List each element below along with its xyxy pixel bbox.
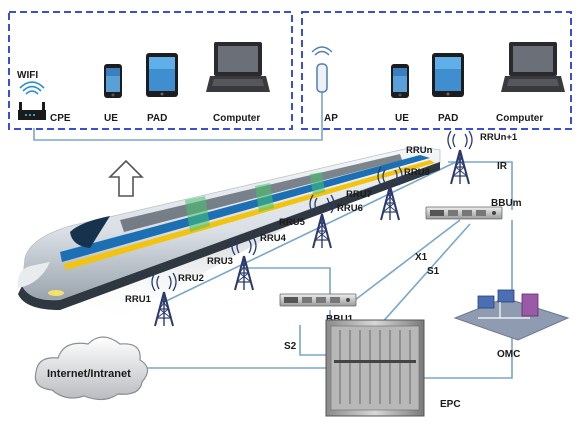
cpe-label: CPE bbox=[50, 113, 71, 124]
rru6-label: RRU6 bbox=[337, 203, 363, 214]
train-image bbox=[18, 147, 441, 310]
rru5-label: RRU5 bbox=[279, 217, 306, 228]
omc-label: OMC bbox=[497, 349, 520, 360]
ir-label: IR bbox=[497, 161, 508, 172]
epc-label: EPC bbox=[440, 399, 461, 410]
cpe-terminal-box bbox=[8, 11, 293, 130]
rru1-label: RRU1 bbox=[125, 294, 152, 305]
rru4-label: RRU4 bbox=[260, 233, 287, 244]
computer-label-right: Computer bbox=[496, 113, 543, 124]
rrun-label: RRUn bbox=[406, 145, 433, 156]
epc-cabinet-icon bbox=[325, 319, 425, 417]
ue-phone-icon-left bbox=[104, 64, 122, 98]
pad-tablet-icon-right bbox=[432, 53, 464, 97]
rru3-label: RRU3 bbox=[207, 256, 233, 267]
s1-label: S1 bbox=[427, 266, 440, 277]
ap-label: AP bbox=[324, 113, 338, 124]
bbum-label: BBUm bbox=[491, 198, 522, 209]
cpe-router-icon bbox=[18, 81, 46, 120]
pad-label-left: PAD bbox=[147, 113, 167, 124]
connection-lines bbox=[33, 92, 513, 379]
bbu1-rack-icon bbox=[279, 293, 357, 307]
computer-laptop-icon-left bbox=[206, 42, 270, 92]
internet-cloud-icon bbox=[34, 336, 149, 401]
rru8-label: RRU8 bbox=[404, 167, 430, 178]
rru2-label: RRU2 bbox=[178, 273, 204, 284]
up-arrow-icon bbox=[108, 159, 144, 197]
ap-antenna-icon bbox=[311, 46, 333, 93]
pad-tablet-icon-left bbox=[146, 53, 178, 97]
x1-label: X1 bbox=[415, 252, 428, 263]
rrun1-label: RRUn+1 bbox=[480, 132, 518, 143]
rrun-tower-icon bbox=[447, 130, 473, 185]
ue-label-right: UE bbox=[395, 113, 409, 124]
internet-label: Internet/Intranet bbox=[47, 368, 131, 380]
pad-label-right: PAD bbox=[438, 113, 458, 124]
rru7-label: RRU7 bbox=[346, 189, 372, 200]
s2-label: S2 bbox=[284, 341, 297, 352]
computer-laptop-icon-right bbox=[501, 42, 565, 92]
ue-label-left: UE bbox=[104, 113, 118, 124]
ue-phone-icon-right bbox=[391, 64, 409, 98]
ap-terminal-box bbox=[301, 11, 572, 130]
omc-workstation-icon bbox=[453, 289, 570, 341]
wifi-label: WIFI bbox=[17, 70, 38, 81]
computer-label-left: Computer bbox=[213, 113, 260, 124]
